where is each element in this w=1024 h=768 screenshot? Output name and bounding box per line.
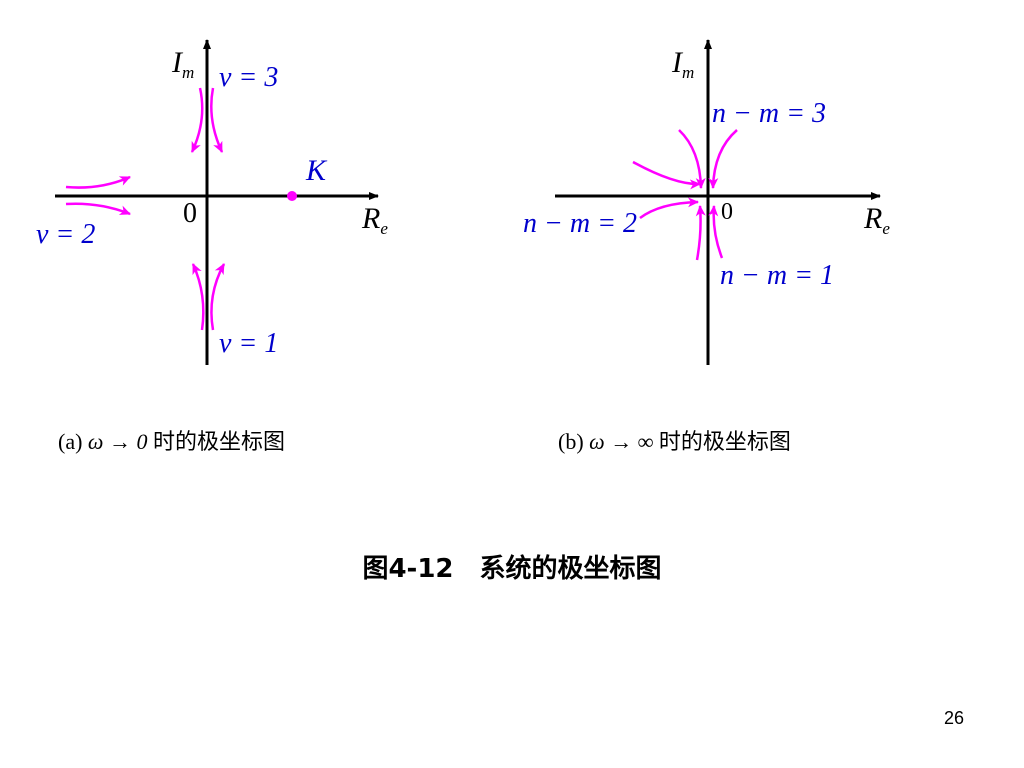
left-curve-v2-a: [65, 175, 131, 189]
right-curve-nm3-c: [708, 129, 738, 189]
left-caption-prefix: (a): [58, 429, 83, 454]
left-curve-v1-b: [210, 263, 226, 331]
left-curve-v3-a: [190, 87, 204, 153]
right-origin-label: 0: [721, 199, 733, 225]
right-y-axis-label: Im: [671, 46, 694, 82]
figure-caption: 图4-12 系统的极坐标图: [362, 554, 662, 584]
right-curve-nm1-b: [708, 205, 724, 259]
left-y-axis-label: Im: [171, 46, 194, 82]
left-curve-v2-b: [65, 202, 131, 216]
right-curve-nm3-a: [632, 160, 701, 190]
left-k-label: K: [305, 154, 328, 187]
right-label-nm1: n − m = 1: [720, 260, 834, 291]
right-curve-nm1-a: [695, 205, 706, 261]
right-curve-nm2: [639, 197, 699, 220]
left-origin-label: 0: [183, 198, 197, 229]
right-caption-math: ω → ∞: [589, 429, 654, 454]
right-caption-prefix: (b): [558, 429, 584, 454]
right-x-axis-label: Re: [863, 202, 890, 238]
page-number: 26: [943, 708, 964, 728]
right-label-nm3: n − m = 3: [712, 98, 826, 129]
right-polar-plot: Im Re 0 n − m = 3 n − m = 2 n − m = 1: [523, 39, 890, 365]
left-label-v2: v = 2: [36, 219, 95, 250]
right-curve-nm3-b: [678, 129, 706, 189]
left-label-v1: v = 1: [219, 328, 278, 359]
left-caption-math: ω → 0: [87, 429, 148, 454]
left-x-axis-label: Re: [361, 202, 388, 238]
left-curve-v3-b: [210, 87, 224, 153]
left-curve-v1-a: [191, 263, 205, 331]
left-point-k: [287, 191, 297, 201]
left-caption-text: 时的极坐标图: [152, 430, 285, 455]
right-caption-text: 时的极坐标图: [658, 430, 791, 455]
left-polar-plot: Im Re 0 K v = 3 v = 2 v = 1: [36, 39, 388, 365]
left-caption: (a) ω → 0 时的极坐标图: [58, 424, 285, 456]
right-label-nm2: n − m = 2: [523, 208, 637, 239]
right-caption: (b) ω → ∞ 时的极坐标图: [558, 424, 791, 456]
left-label-v3: v = 3: [219, 62, 278, 93]
